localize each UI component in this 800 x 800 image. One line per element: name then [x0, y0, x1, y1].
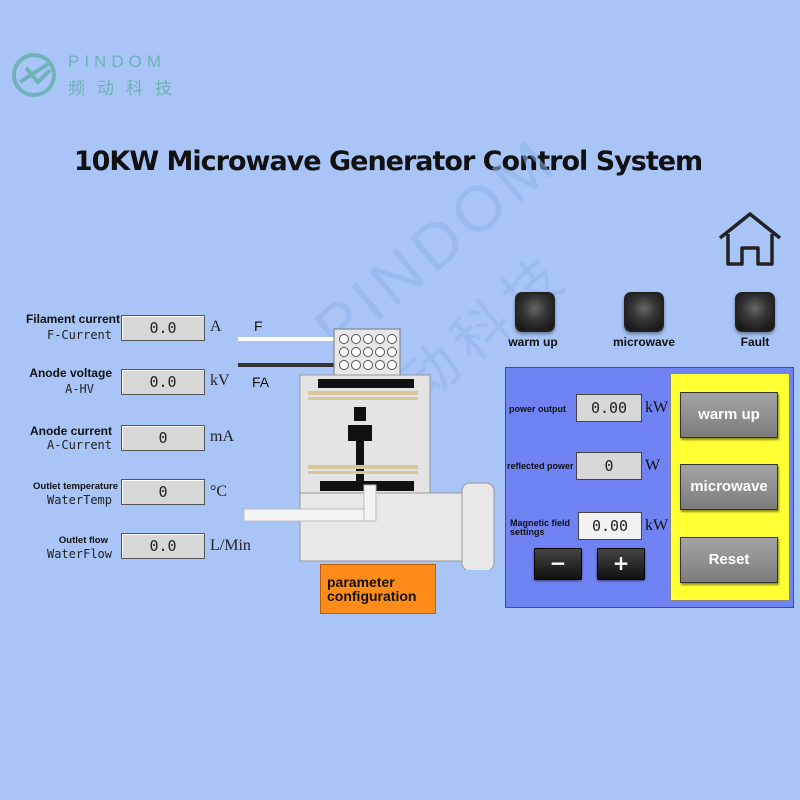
fault-indicator-lamp: [735, 292, 775, 332]
antenna-pipe: [243, 508, 375, 522]
warm-up-button[interactable]: warm up: [680, 392, 778, 438]
waveguide-flange: [461, 482, 495, 570]
parameter-configuration-button[interactable]: parameter configuration: [320, 564, 436, 614]
brand-name-cn: 频动科技: [68, 79, 184, 99]
magnetic-field-unit: kW: [645, 517, 669, 534]
reading-unit: kV: [210, 372, 230, 389]
reading-value: 0.0: [121, 315, 205, 341]
microwave-indicator-lamp: [624, 292, 664, 332]
microwave-indicator-label: microwave: [612, 335, 676, 349]
reading-unit: A: [210, 318, 222, 335]
reading-anode-voltage: Anode voltage A-HV 0.0 kV: [0, 366, 800, 400]
reading-code: A-HV: [65, 382, 94, 396]
reading-value: 0: [121, 479, 205, 505]
reading-code: A-Current: [46, 438, 112, 452]
reading-unit: mA: [210, 428, 234, 445]
warm-up-indicator-lamp: [515, 292, 555, 332]
reading-outlet-temperature: Outlet temperature WaterTemp 0 °C: [0, 479, 800, 513]
reading-label: Anode current: [29, 424, 112, 438]
reading-value: 0.0: [121, 533, 205, 559]
home-icon[interactable]: [716, 210, 784, 268]
page-title: 10KW Microwave Generator Control System: [73, 146, 703, 177]
reading-filament-current: Filament current F-Current 0.0 A: [0, 312, 800, 346]
reset-button[interactable]: Reset: [680, 537, 778, 583]
terminal-fa-label: FA: [252, 374, 270, 390]
filament-wire-f: [238, 337, 338, 341]
reading-value: 0: [121, 425, 205, 451]
magnetic-field-label-line1: Magnetic field: [510, 518, 571, 528]
reading-unit: L/Min: [210, 537, 251, 554]
reading-value: 0.0: [121, 369, 205, 395]
reading-label: Outlet temperature: [33, 481, 118, 492]
parameter-configuration-line2: configuration: [327, 588, 417, 604]
reading-code: WaterTemp: [46, 493, 112, 507]
power-output-value: 0.00: [576, 394, 642, 422]
increase-button[interactable]: +: [597, 548, 645, 580]
reflected-power-value: 0: [576, 452, 642, 480]
magnetic-field-label-line2: settings: [510, 527, 545, 537]
reading-label: Filament current: [25, 312, 120, 326]
reading-label: Anode voltage: [29, 366, 112, 380]
filament-wire-fa: [238, 363, 338, 367]
power-output-unit: kW: [645, 399, 669, 416]
connector-pins: [339, 334, 397, 370]
warm-up-indicator-label: warm up: [508, 335, 558, 349]
parameter-configuration-line1: parameter: [327, 574, 395, 590]
pindom-logo-icon: [12, 53, 56, 97]
reading-code: WaterFlow: [46, 547, 112, 561]
reading-anode-current: Anode current A-Current 0 mA: [0, 424, 800, 458]
reading-label: Outlet flow: [58, 535, 108, 546]
microwave-button[interactable]: microwave: [680, 464, 778, 510]
magnetic-field-input[interactable]: 0.00: [578, 512, 642, 540]
magnetron-diagram: [238, 328, 495, 570]
reading-outlet-flow: Outlet flow WaterFlow 0.0 L/Min: [0, 533, 800, 567]
terminal-f-label: F: [254, 318, 263, 334]
reflected-power-unit: W: [645, 457, 661, 474]
reading-unit: °C: [210, 483, 228, 500]
reflected-power-label: reflected power: [507, 461, 574, 471]
power-output-label: power output: [509, 404, 566, 414]
waveguide: [299, 492, 469, 562]
brand-name-en: PINDOM: [68, 52, 166, 71]
reading-code: F-Current: [46, 328, 112, 342]
decrease-button[interactable]: −: [534, 548, 582, 580]
fault-indicator-label: Fault: [740, 335, 770, 349]
